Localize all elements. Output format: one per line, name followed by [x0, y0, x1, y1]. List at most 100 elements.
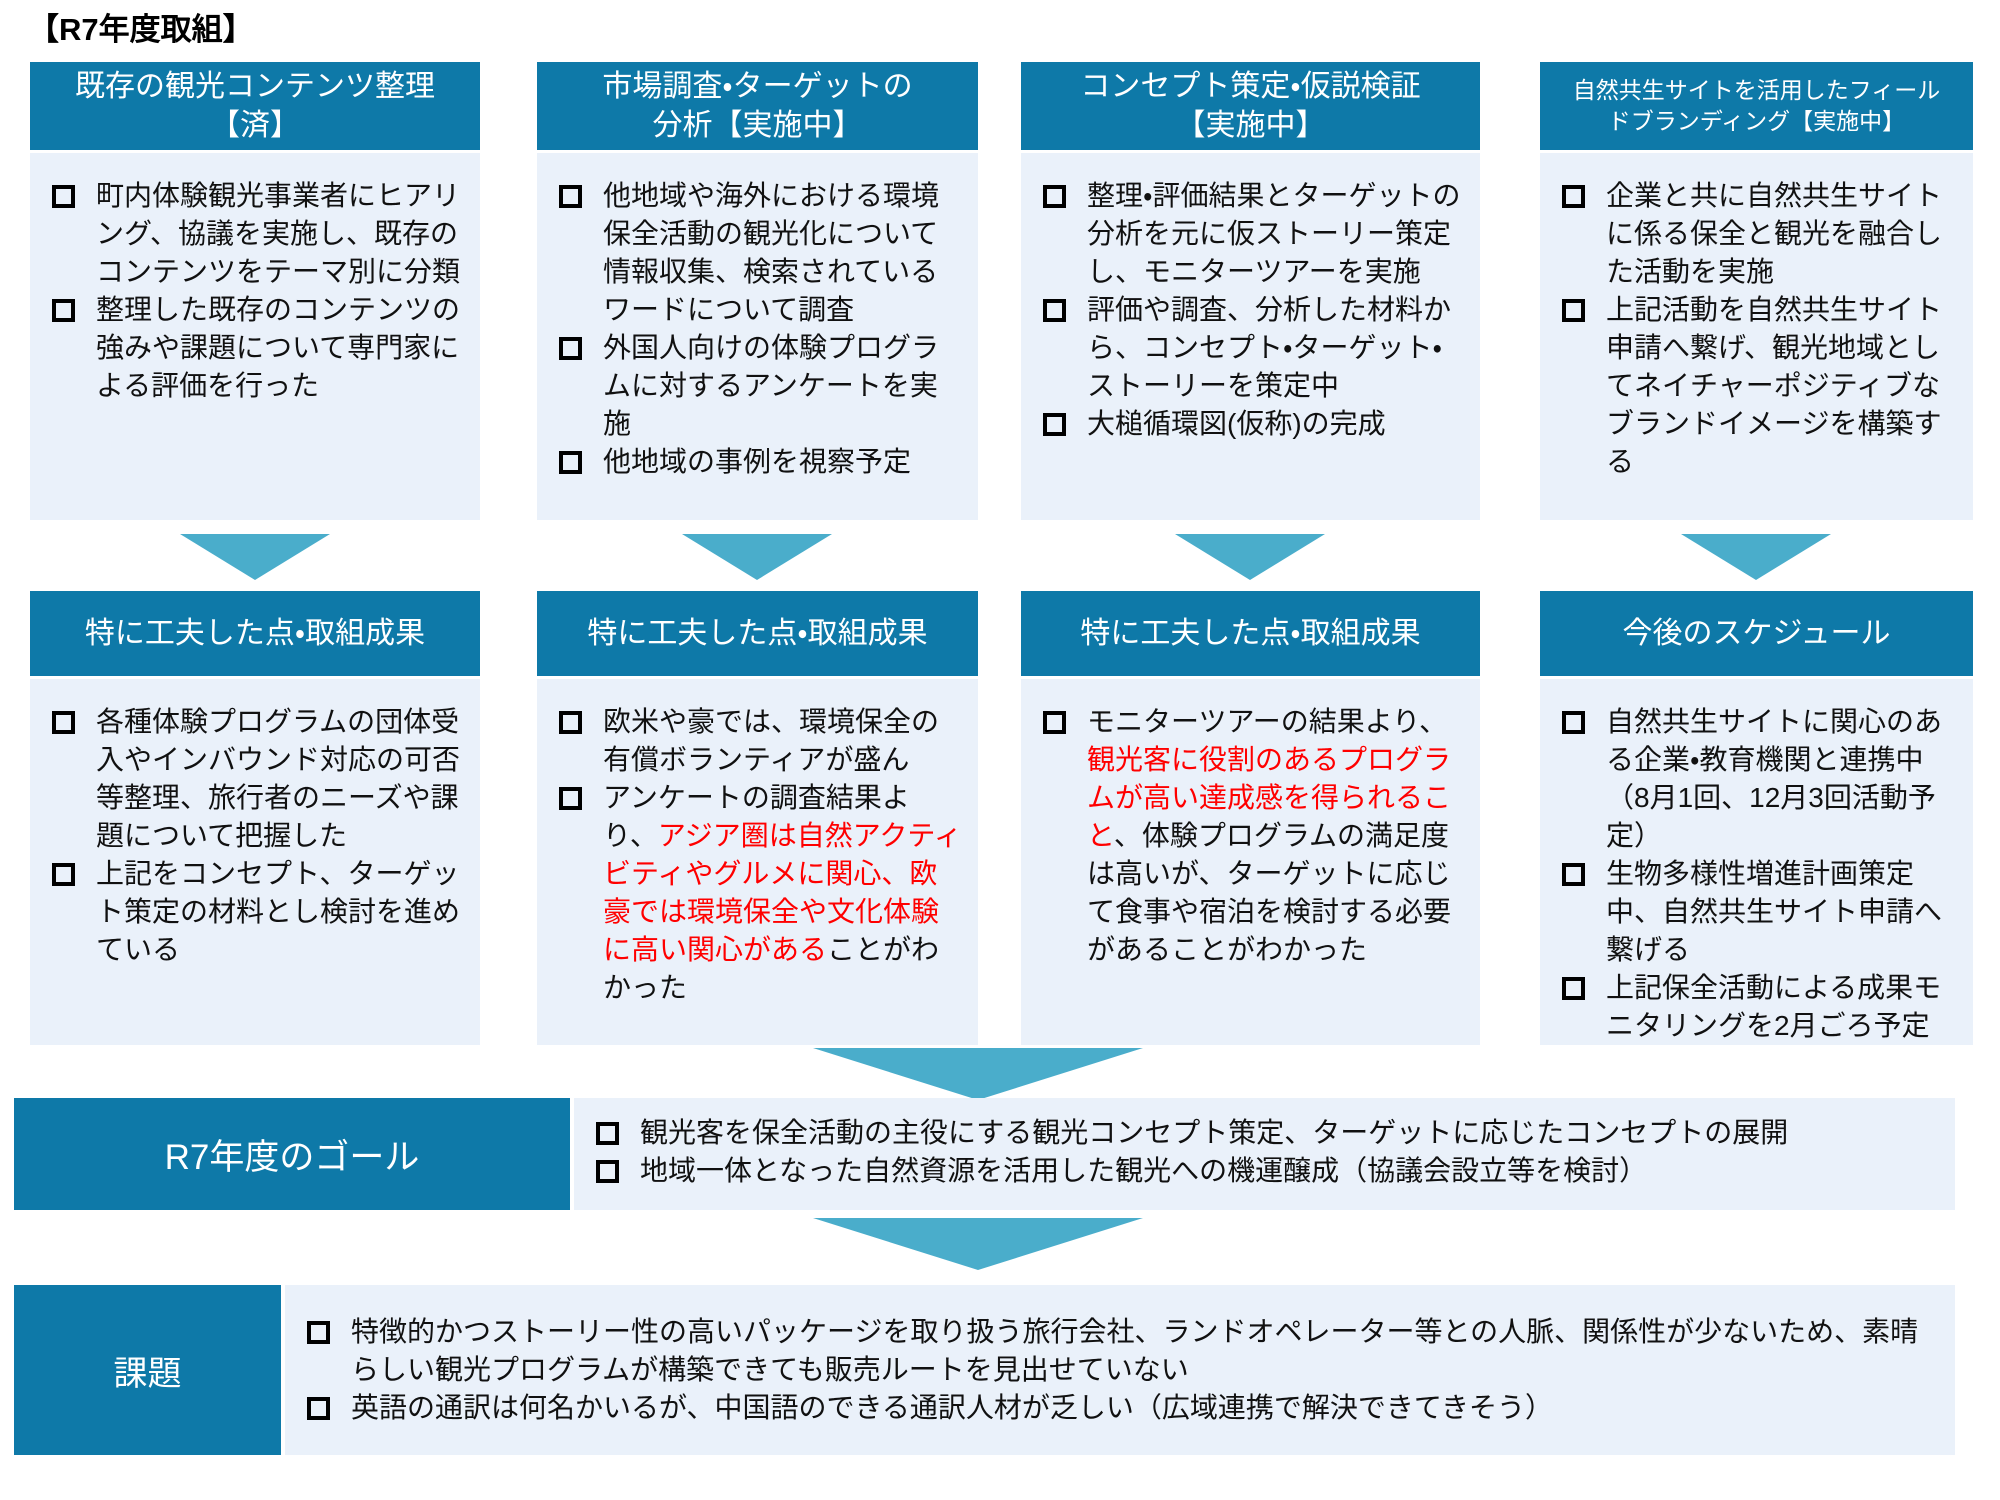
- bullet-text: アンケートの調査結果より、: [603, 782, 910, 851]
- bullet-text: 他地域の事例を視察予定: [603, 446, 912, 477]
- column1-result-list: 各種体験プログラムの団体受入やインバウンド対応の可否等整理、旅行者のニーズや課題…: [30, 679, 480, 969]
- bullet-text: 町内体験観光事業者にヒアリング、協議を実施し、既存のコンテンツをテーマ別に分類: [96, 180, 461, 287]
- checkbox-icon: [52, 711, 75, 734]
- checkbox-icon: [559, 787, 582, 810]
- checkbox-icon: [307, 1321, 330, 1344]
- bullet-text: 外国人向けの体験プログラムに対するアンケートを実施: [603, 332, 940, 439]
- bullet-item: 欧米や豪では、環境保全の有償ボランティアが盛ん: [557, 703, 964, 779]
- bullet-text: 自然共生サイトに関心のある企業・教育機関と連携中（8月1回、12月3回活動予定）: [1606, 706, 1943, 851]
- bullet-item: 英語の通訳は何名かいるが、中国語のできる通訳人材が乏しい（広域連携で解決できてき…: [305, 1389, 1941, 1427]
- bullet-text: 特徴的かつストーリー性の高いパッケージを取り扱う旅行会社、ランドオペレーター等と…: [351, 1316, 1919, 1385]
- down-arrow-icon: [813, 1048, 1143, 1100]
- bullet-item: 評価や調査、分析した材料から、コンセプト・ターゲット・ストーリーを策定中: [1041, 291, 1466, 405]
- checkbox-icon: [1562, 711, 1585, 734]
- column2-step-header: 市場調査・ターゲットの 分析【実施中】: [537, 62, 978, 150]
- column3-step-list: 整理・評価結果とターゲットの分析を元に仮ストーリー策定し、モニターツアーを実施評…: [1021, 153, 1480, 443]
- bullet-item: 特徴的かつストーリー性の高いパッケージを取り扱う旅行会社、ランドオペレーター等と…: [305, 1313, 1941, 1389]
- checkbox-icon: [1562, 299, 1585, 322]
- issues-band-body: 特徴的かつストーリー性の高いパッケージを取り扱う旅行会社、ランドオペレーター等と…: [285, 1285, 1955, 1455]
- bullet-text: モニターツアーの結果より、: [1087, 706, 1448, 737]
- column1-step-header: 既存の観光コンテンツ整理 【済】: [30, 62, 480, 150]
- bullet-text: 上記保全活動による成果モニタリングを2月ごろ予定: [1606, 972, 1942, 1041]
- bullet-text: ことがわかった: [603, 934, 940, 1003]
- bullet-text: 整理した既存のコンテンツの強みや課題について専門家による評価を行った: [96, 294, 461, 401]
- column1-step-list: 町内体験観光事業者にヒアリング、協議を実施し、既存のコンテンツをテーマ別に分類整…: [30, 153, 480, 405]
- column2-step-body: 他地域や海外における環境保全活動の観光化について情報収集、検索されているワードに…: [537, 153, 978, 520]
- page-title: 【R7年度取組】: [28, 12, 254, 47]
- column2-result-body: 欧米や豪では、環境保全の有償ボランティアが盛んアンケートの調査結果より、アジア圏…: [537, 679, 978, 1045]
- bullet-item: 上記をコンセプト、ターゲット策定の材料とし検討を進めている: [50, 855, 466, 969]
- column3-step-body: 整理・評価結果とターゲットの分析を元に仮ストーリー策定し、モニターツアーを実施評…: [1021, 153, 1480, 520]
- highlight-red-text: 観光客に役割のあるプログラムが高い達成感を得られること: [1087, 744, 1452, 851]
- column2-result-header: 特に工夫した点・取組成果: [537, 591, 978, 676]
- checkbox-icon: [307, 1397, 330, 1420]
- down-arrow-icon: [1681, 534, 1831, 580]
- bullet-item: 観光客を保全活動の主役にする観光コンセプト策定、ターゲットに応じたコンセプトの展…: [594, 1114, 1941, 1152]
- bullet-text: 生物多様性増進計画策定中、自然共生サイト申請へ繋げる: [1606, 858, 1943, 965]
- column4-step-header: 自然共生サイトを活用したフィール ドブランディング【実施中】: [1540, 62, 1973, 150]
- bullet-item: 町内体験観光事業者にヒアリング、協議を実施し、既存のコンテンツをテーマ別に分類: [50, 177, 466, 291]
- bullet-text: 観光客を保全活動の主役にする観光コンセプト策定、ターゲットに応じたコンセプトの展…: [640, 1117, 1789, 1148]
- bullet-item: 他地域や海外における環境保全活動の観光化について情報収集、検索されているワードに…: [557, 177, 964, 329]
- checkbox-icon: [52, 863, 75, 886]
- bullet-item: 整理した既存のコンテンツの強みや課題について専門家による評価を行った: [50, 291, 466, 405]
- bullet-item: 生物多様性増進計画策定中、自然共生サイト申請へ繋げる: [1560, 855, 1959, 969]
- checkbox-icon: [1043, 413, 1066, 436]
- bullet-item: 地域一体となった自然資源を活用した観光への機運醸成（協議会設立等を検討）: [594, 1152, 1941, 1190]
- bullet-item: 他地域の事例を視察予定: [557, 443, 964, 481]
- bullet-item: 外国人向けの体験プログラムに対するアンケートを実施: [557, 329, 964, 443]
- column4-schedule-header: 今後のスケジュール: [1540, 591, 1973, 676]
- checkbox-icon: [1562, 863, 1585, 886]
- bullet-text: 整理・評価結果とターゲットの分析を元に仮ストーリー策定し、モニターツアーを実施: [1087, 180, 1461, 287]
- bullet-text: 地域一体となった自然資源を活用した観光への機運醸成（協議会設立等を検討）: [640, 1155, 1648, 1186]
- highlight-red-text: アジア圏は自然アクティビティやグルメに関心、欧豪では環境保全や文化体験に高い関心…: [603, 820, 962, 965]
- checkbox-icon: [1043, 711, 1066, 734]
- issues-list: 特徴的かつストーリー性の高いパッケージを取り扱う旅行会社、ランドオペレーター等と…: [285, 1285, 1955, 1427]
- checkbox-icon: [52, 299, 75, 322]
- bullet-text: 評価や調査、分析した材料から、コンセプト・ターゲット・ストーリーを策定中: [1087, 294, 1452, 401]
- column3-result-body: モニターツアーの結果より、観光客に役割のあるプログラムが高い達成感を得られること…: [1021, 679, 1480, 1045]
- column2-step-list: 他地域や海外における環境保全活動の観光化について情報収集、検索されているワードに…: [537, 153, 978, 481]
- bullet-item: アンケートの調査結果より、アジア圏は自然アクティビティやグルメに関心、欧豪では環…: [557, 779, 964, 1007]
- bullet-text: 大槌循環図(仮称)の完成: [1087, 408, 1386, 439]
- checkbox-icon: [1562, 185, 1585, 208]
- bullet-text: 他地域や海外における環境保全活動の観光化について情報収集、検索されているワードに…: [603, 180, 940, 325]
- column4-step-list: 企業と共に自然共生サイトに係る保全と観光を融合した活動を実施上記活動を自然共生サ…: [1540, 153, 1973, 481]
- bullet-item: 大槌循環図(仮称)の完成: [1041, 405, 1466, 443]
- bullet-text: 英語の通訳は何名かいるが、中国語のできる通訳人材が乏しい（広域連携で解決できてき…: [351, 1392, 1554, 1423]
- checkbox-icon: [596, 1122, 619, 1145]
- bullet-item: 各種体験プログラムの団体受入やインバウンド対応の可否等整理、旅行者のニーズや課題…: [50, 703, 466, 855]
- column2-result-list: 欧米や豪では、環境保全の有償ボランティアが盛んアンケートの調査結果より、アジア圏…: [537, 679, 978, 1007]
- column3-result-header: 特に工夫した点・取組成果: [1021, 591, 1480, 676]
- down-arrow-icon: [813, 1218, 1143, 1270]
- column4-schedule-body: 自然共生サイトに関心のある企業・教育機関と連携中（8月1回、12月3回活動予定）…: [1540, 679, 1973, 1045]
- column3-result-list: モニターツアーの結果より、観光客に役割のあるプログラムが高い達成感を得られること…: [1021, 679, 1480, 969]
- column3-step-header: コンセプト策定・仮説検証 【実施中】: [1021, 62, 1480, 150]
- down-arrow-icon: [1175, 534, 1325, 580]
- checkbox-icon: [559, 451, 582, 474]
- column1-result-header: 特に工夫した点・取組成果: [30, 591, 480, 676]
- bullet-item: モニターツアーの結果より、観光客に役割のあるプログラムが高い達成感を得られること…: [1041, 703, 1466, 969]
- down-arrow-icon: [682, 534, 832, 580]
- bullet-item: 企業と共に自然共生サイトに係る保全と観光を融合した活動を実施: [1560, 177, 1959, 291]
- checkbox-icon: [1562, 977, 1585, 1000]
- bullet-text: 、体験プログラムの満足度は高いが、ターゲットに応じて食事や宿泊を検討する必要があ…: [1087, 820, 1452, 965]
- bullet-text: 企業と共に自然共生サイトに係る保全と観光を融合した活動を実施: [1606, 180, 1943, 287]
- column4-schedule-list: 自然共生サイトに関心のある企業・教育機関と連携中（8月1回、12月3回活動予定）…: [1540, 679, 1973, 1045]
- goal-band-label: R7年度のゴール: [14, 1098, 570, 1210]
- bullet-text: 上記活動を自然共生サイト申請へ繋げ、観光地域としてネイチャーポジティブなブランド…: [1606, 294, 1943, 477]
- goal-band-body: 観光客を保全活動の主役にする観光コンセプト策定、ターゲットに応じたコンセプトの展…: [574, 1098, 1955, 1210]
- issues-band-label: 課題: [14, 1285, 281, 1455]
- checkbox-icon: [559, 185, 582, 208]
- checkbox-icon: [52, 185, 75, 208]
- bullet-item: 上記活動を自然共生サイト申請へ繋げ、観光地域としてネイチャーポジティブなブランド…: [1560, 291, 1959, 481]
- bullet-text: 各種体験プログラムの団体受入やインバウンド対応の可否等整理、旅行者のニーズや課題…: [96, 706, 461, 851]
- bullet-item: 整理・評価結果とターゲットの分析を元に仮ストーリー策定し、モニターツアーを実施: [1041, 177, 1466, 291]
- bullet-item: 上記保全活動による成果モニタリングを2月ごろ予定: [1560, 969, 1959, 1045]
- column4-step-body: 企業と共に自然共生サイトに係る保全と観光を融合した活動を実施上記活動を自然共生サ…: [1540, 153, 1973, 520]
- checkbox-icon: [559, 711, 582, 734]
- checkbox-icon: [1043, 185, 1066, 208]
- bullet-text: 上記をコンセプト、ターゲット策定の材料とし検討を進めている: [96, 858, 461, 965]
- checkbox-icon: [596, 1160, 619, 1183]
- column1-result-body: 各種体験プログラムの団体受入やインバウンド対応の可否等整理、旅行者のニーズや課題…: [30, 679, 480, 1045]
